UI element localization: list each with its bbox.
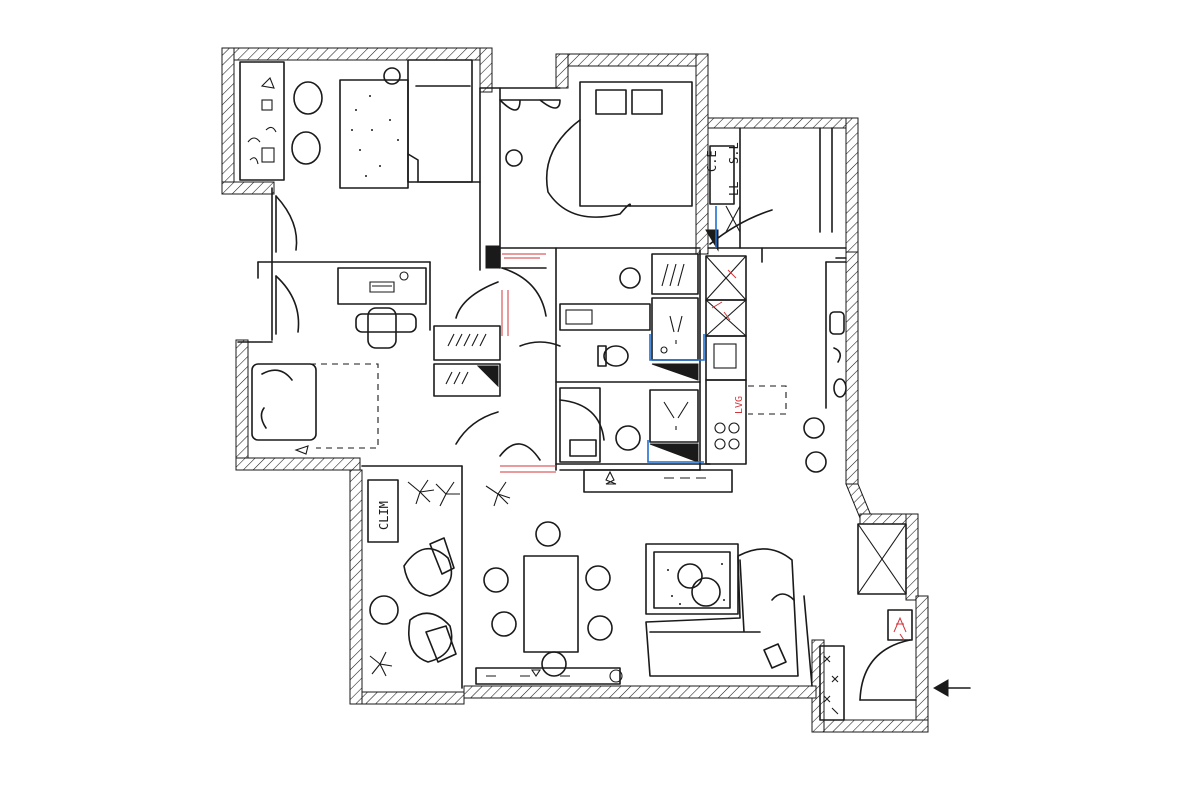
closet	[857, 523, 907, 595]
bathroom-2	[559, 387, 704, 463]
double-bed	[579, 81, 693, 207]
counter	[705, 379, 747, 465]
door-swing-markers	[500, 253, 556, 473]
desk-chair	[367, 307, 397, 349]
console-unit	[583, 469, 733, 493]
desk-items	[247, 77, 277, 165]
side-table	[369, 595, 399, 625]
vanity	[559, 387, 601, 463]
chair	[293, 81, 323, 115]
lamp	[383, 67, 401, 85]
coffee-table	[677, 563, 703, 589]
living-left	[251, 363, 379, 455]
study-desk	[337, 267, 427, 305]
entrance-arrow-icon	[932, 679, 949, 697]
clim-unit	[367, 479, 399, 543]
chair	[291, 131, 321, 165]
rug	[339, 79, 409, 189]
tv-unit	[819, 645, 845, 721]
label-clim: CLIM	[377, 501, 391, 530]
bed	[407, 59, 473, 183]
kitchen: LVG	[705, 247, 847, 473]
kitchen-sink	[705, 335, 747, 381]
sofa	[251, 363, 317, 441]
books	[369, 281, 395, 293]
pillow	[595, 89, 627, 115]
bathroom-1	[559, 253, 705, 381]
duct	[485, 245, 501, 269]
bench	[475, 667, 621, 685]
coffee-table	[691, 577, 721, 607]
shower	[649, 389, 699, 443]
doors	[275, 99, 917, 701]
dining-chair	[541, 651, 567, 677]
dining-table	[523, 555, 579, 653]
stool	[805, 451, 827, 473]
entry	[857, 523, 971, 697]
bed-rug	[545, 119, 632, 218]
plant	[369, 479, 511, 677]
toilet	[615, 425, 641, 451]
bedroom-1	[239, 59, 473, 189]
utility-panel	[709, 145, 735, 205]
dining	[475, 521, 623, 685]
living-room	[645, 543, 845, 721]
rug-outline	[310, 363, 379, 449]
lamp	[505, 149, 523, 167]
pillow	[631, 89, 663, 115]
sectional-sofa	[645, 548, 799, 677]
cabinet	[651, 253, 699, 295]
desk-chair-seat	[355, 313, 417, 333]
sink	[619, 267, 641, 289]
desk	[239, 61, 285, 181]
master-bedroom	[485, 81, 693, 269]
label-ll: LL	[727, 182, 741, 196]
dining-chair	[483, 567, 509, 593]
armchair	[403, 548, 453, 597]
stove	[714, 422, 740, 450]
rug	[645, 543, 739, 615]
small-bedroom: C.E LL S.L	[705, 142, 741, 252]
interior-walls	[237, 87, 847, 689]
dining-chair	[585, 565, 611, 591]
stool	[803, 417, 825, 439]
dining-chair	[587, 615, 613, 641]
shower	[651, 297, 699, 361]
dining-chair	[491, 611, 517, 637]
wardrobe	[433, 363, 501, 397]
sideboard	[583, 469, 733, 493]
armchair	[408, 612, 453, 663]
bathtub	[559, 303, 651, 331]
study	[337, 267, 501, 397]
lounge: CLIM	[367, 479, 511, 677]
duct	[705, 229, 719, 252]
rug-dots	[667, 563, 725, 605]
rug-dots	[351, 95, 399, 177]
label-ce: C.E	[705, 150, 719, 172]
electric-panel	[887, 609, 913, 641]
exterior-walls	[221, 47, 929, 733]
appliance	[829, 311, 845, 335]
toilet	[603, 345, 629, 367]
dining-chair	[535, 521, 561, 547]
label-sl: S.L	[727, 142, 741, 164]
label-lvg: LVG	[734, 396, 745, 414]
wardrobe	[433, 325, 501, 361]
